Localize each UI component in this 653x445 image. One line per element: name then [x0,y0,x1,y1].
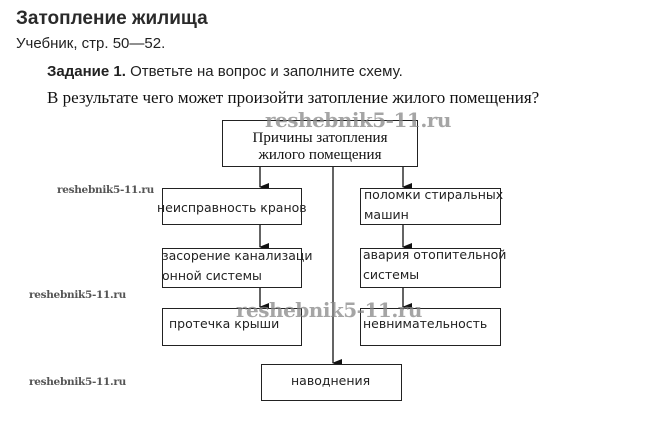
right-box-1 [360,188,501,225]
task-instruction: Задание 1. Ответьте на вопрос и заполнит… [47,63,403,80]
right-box-1-line-2: машин [364,207,409,222]
right-box-1-line-1: поломки стиральных [364,187,504,202]
left-box-3-text: протечка крыши [169,316,280,331]
right-box-3 [360,308,501,346]
right-box-3-text: невнимательность [363,316,488,331]
right-box-2-line-2: системы [363,267,420,282]
right-box-2-line-1: авария отопительной [363,247,507,262]
bottom-box [261,364,402,401]
root-line-2: жилого помещения [258,147,382,163]
left-box-2-line-1: засорение канализаци [162,248,313,263]
task-text: Ответьте на вопрос и заполните схему. [125,63,403,80]
page-title: Затопление жилища [16,8,208,29]
left-box-1 [162,188,302,225]
watermark-left-2: reshebnik5-11.ru [29,289,126,301]
watermark-left-3: reshebnik5-11.ru [29,376,126,388]
bottom-box-text: наводнения [291,373,371,388]
task-label: Задание 1. [47,63,126,80]
left-box-3 [162,308,302,346]
watermark-left-1: reshebnik5-11.ru [57,184,154,196]
right-box-2 [360,248,501,288]
textbook-reference: Учебник, стр. 50—52. [16,35,166,52]
left-box-2 [162,248,302,288]
task-question: В результате чего может произойти затопл… [47,88,540,107]
left-box-2-line-2: онной системы [162,268,262,283]
watermark-top: reshebnik5-11.ru [265,108,451,132]
left-box-1-text: неисправность кранов [157,200,307,215]
watermark-center: reshebnik5-11.ru [236,298,422,322]
root-box: Причины затопления жилого помещения [222,120,418,167]
root-line-1: Причины затопления [252,130,388,146]
